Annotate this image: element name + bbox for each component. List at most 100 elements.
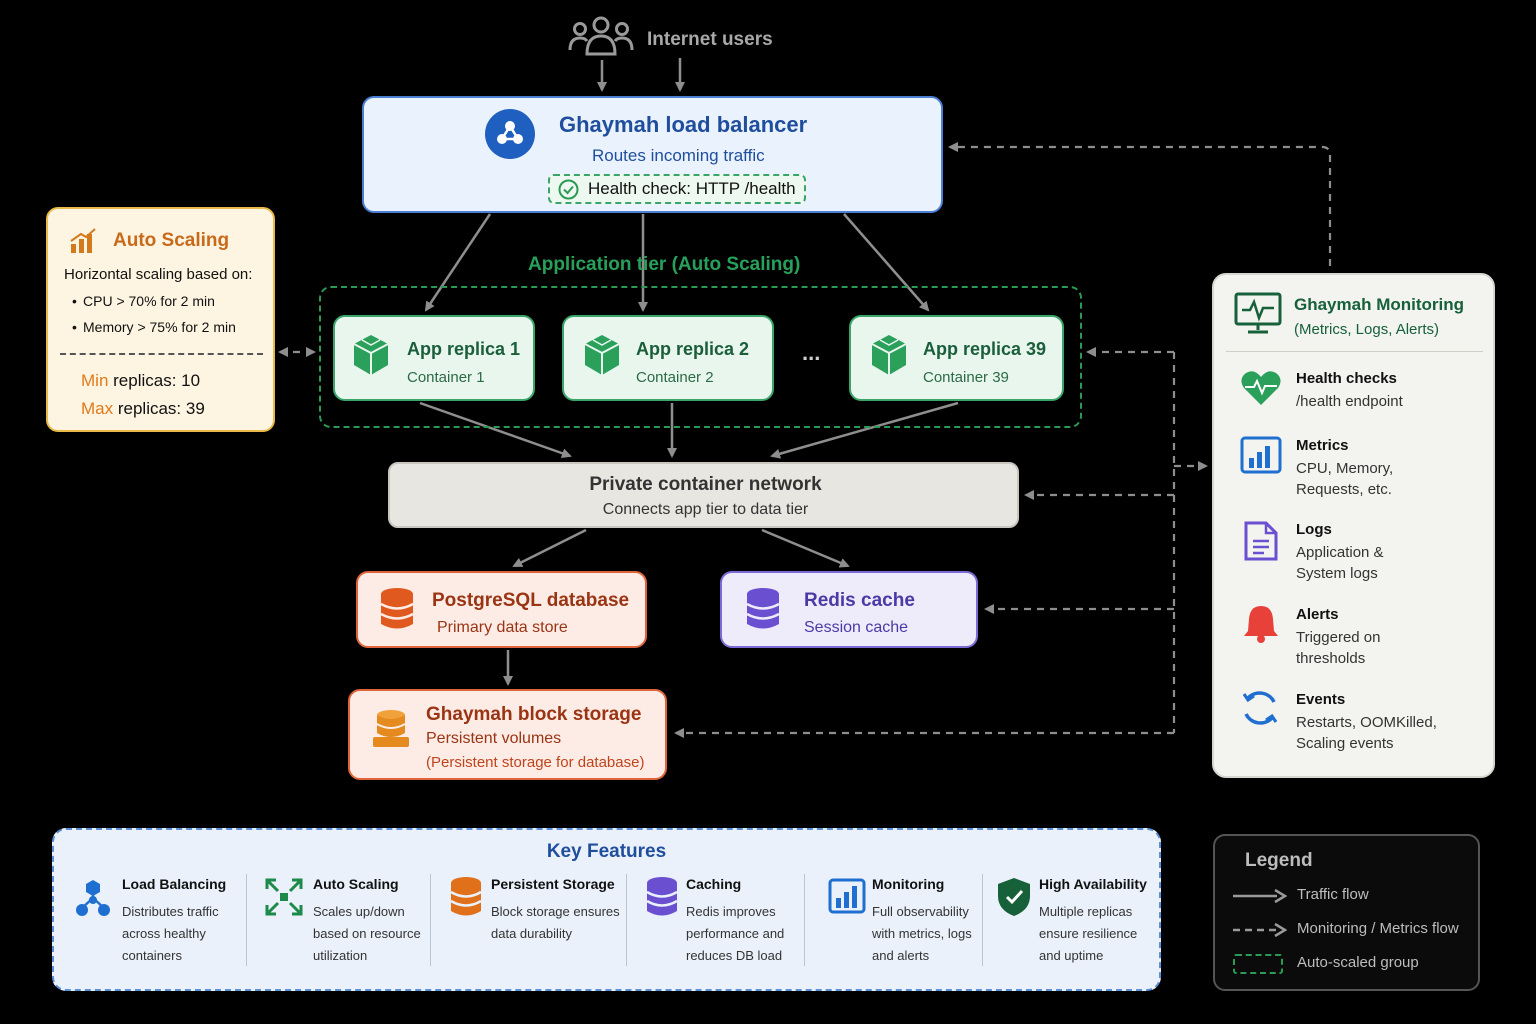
max-text: replicas:	[113, 399, 182, 418]
app-replica-39[interactable]: App replica 39 Container 39	[849, 315, 1064, 401]
divider	[60, 353, 263, 355]
replica-title: App replica 2	[636, 339, 750, 359]
redis-subtitle: Session cache	[804, 619, 909, 636]
app-replica-1[interactable]: App replica 1 Container 1	[333, 315, 535, 401]
bar-chart-icon	[70, 228, 96, 253]
health-check-badge: Health check: HTTP /health	[548, 174, 806, 204]
load-balancer-box[interactable]: Ghaymah load balancer Routes incoming tr…	[362, 96, 943, 213]
rule-bullet: •	[72, 293, 77, 309]
health-check-label: Health check: HTTP /health	[588, 179, 796, 198]
feature-line: based on resource	[313, 926, 421, 941]
block-storage-box[interactable]: Ghaymah block storage Persistent volumes…	[348, 689, 667, 780]
feature-line: data durability	[491, 926, 572, 941]
monitor-item-title: Alerts	[1296, 606, 1339, 623]
feature-title: Persistent Storage	[491, 876, 615, 892]
monitor-item-line: Requests, etc.	[1296, 481, 1392, 498]
replica-title: App replica 1	[407, 339, 521, 359]
dashed-arrow-swatch	[1233, 922, 1287, 938]
redis-title: Redis cache	[804, 590, 915, 611]
feature-title: Caching	[686, 876, 742, 892]
container-icon	[584, 335, 620, 375]
monitor-item-line: thresholds	[1296, 650, 1366, 667]
document-icon	[1244, 521, 1278, 561]
storage-icon	[373, 710, 409, 747]
dashed-group-swatch	[1233, 954, 1283, 974]
feature-line: ensure resilience	[1039, 926, 1138, 941]
replica-ellipsis: ...	[802, 340, 821, 365]
monitor-item-title: Health checks	[1296, 370, 1397, 387]
monitor-item-line: Scaling events	[1296, 735, 1394, 752]
replica-subtitle: Container 39	[923, 369, 1009, 386]
network-nodes-icon	[485, 109, 535, 159]
users-label: Internet users	[647, 29, 773, 50]
network-title: Private container network	[589, 474, 822, 495]
arrow-network-redis	[761, 528, 850, 568]
metrics-chart-icon	[1240, 436, 1282, 474]
feature-divider	[626, 874, 627, 966]
legend-title: Legend	[1245, 850, 1313, 871]
monitor-item-title: Metrics	[1296, 437, 1349, 454]
postgres-box[interactable]: PostgreSQL database Primary data store	[356, 571, 647, 648]
database-icon	[380, 588, 414, 629]
monitor-item-line: Application &	[1296, 544, 1384, 561]
network-subtitle: Connects app tier to data tier	[602, 501, 809, 518]
feature-line: Full observability	[872, 904, 969, 919]
shield-check-icon	[998, 878, 1030, 916]
container-icon	[871, 335, 907, 375]
arrow-replica1-network	[419, 401, 572, 459]
min-value: 10	[181, 371, 201, 390]
feature-line: performance and	[686, 926, 785, 941]
check-circle-icon	[558, 179, 579, 200]
postgres-title: PostgreSQL database	[432, 590, 630, 611]
scaling-rule-cpu: CPU > 70% for 2 min	[83, 293, 215, 309]
key-features-panel: Key Features Load Balancing Distributes …	[52, 828, 1161, 991]
legend-item: Traffic flow	[1297, 886, 1369, 903]
monitor-item-line: Restarts, OOMKilled,	[1296, 714, 1437, 731]
monitor-icon	[1234, 292, 1282, 334]
min-replicas: Min replicas: 10	[81, 371, 200, 391]
lb-title: Ghaymah load balancer	[559, 112, 808, 137]
storage-title: Ghaymah block storage	[426, 704, 642, 725]
feature-line: Redis improves	[686, 904, 776, 919]
arrow-lb-replica39	[843, 213, 930, 312]
users-icon	[568, 16, 634, 56]
auto-scaling-panel: Auto Scaling Horizontal scaling based on…	[46, 207, 275, 432]
feature-line: across healthy	[122, 926, 206, 941]
replica-title: App replica 39	[923, 339, 1047, 359]
monitor-item-line: System logs	[1296, 565, 1378, 582]
monitoring-subtitle: (Metrics, Logs, Alerts)	[1294, 321, 1440, 338]
feature-line: containers	[122, 948, 182, 963]
redis-box[interactable]: Redis cache Session cache	[720, 571, 978, 648]
feature-title: Auto Scaling	[313, 876, 399, 892]
feature-line: with metrics, logs	[872, 926, 972, 941]
app-replica-2[interactable]: App replica 2 Container 2	[562, 315, 774, 401]
monitor-item-line: CPU, Memory,	[1296, 460, 1394, 477]
app-tier-title: Application tier (Auto Scaling)	[528, 254, 801, 275]
rule-bullet: •	[72, 319, 77, 335]
arrow-network-postgres	[512, 528, 587, 568]
refresh-icon	[1242, 691, 1278, 725]
feature-line: utilization	[313, 948, 368, 963]
monitor-item-title: Logs	[1296, 521, 1332, 538]
key-features-title: Key Features	[546, 841, 667, 862]
metrics-chart-icon	[828, 878, 866, 914]
feature-line: and alerts	[872, 948, 930, 963]
solid-arrow-swatch	[1233, 888, 1287, 904]
legend-panel: Legend Traffic flow Monitoring / Metrics…	[1213, 834, 1480, 991]
scaling-rule-memory: Memory > 75% for 2 min	[83, 319, 236, 335]
bell-icon	[1244, 606, 1278, 643]
heart-icon	[1241, 371, 1281, 405]
expand-arrows-icon	[265, 878, 303, 916]
feature-line: and uptime	[1039, 948, 1104, 963]
database-icon	[646, 877, 678, 916]
legend-item: Monitoring / Metrics flow	[1297, 920, 1459, 937]
feature-line: Distributes traffic	[122, 904, 219, 919]
private-network-box[interactable]: Private container network Connects app t…	[388, 462, 1019, 528]
database-icon	[746, 588, 780, 629]
arrow-lb-replica1	[424, 213, 492, 312]
feature-line: Multiple replicas	[1039, 904, 1133, 919]
replica-subtitle: Container 2	[636, 369, 714, 386]
legend-item: Auto-scaled group	[1297, 954, 1419, 971]
feature-divider	[246, 874, 247, 966]
